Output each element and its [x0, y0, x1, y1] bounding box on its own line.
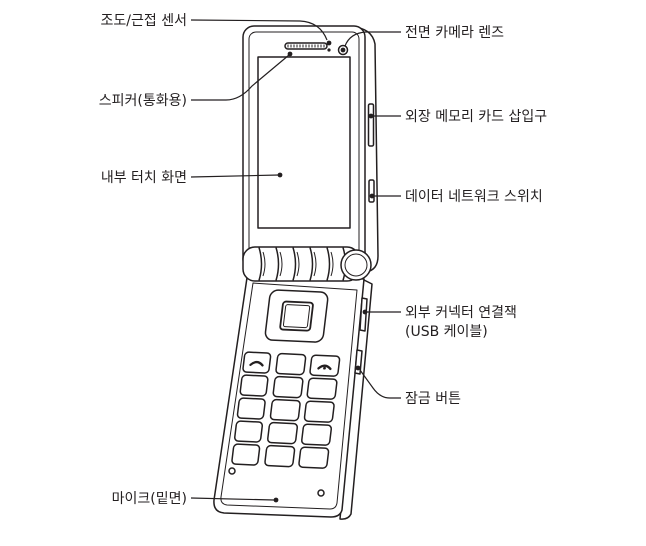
hinge-segment-highlights: [262, 251, 334, 277]
leader-dot-memory-card-slot: [368, 113, 374, 119]
hinge: [242, 246, 372, 282]
label-microphone: 마이크(밑면): [112, 491, 187, 507]
lower-housing: [213, 270, 373, 520]
leader-inner-touch-screen: [190, 174, 280, 178]
keypad-key: [306, 377, 338, 400]
end-call-icon-dot: [323, 366, 326, 370]
keypad: [231, 289, 341, 469]
keypad-key: [236, 397, 266, 420]
data-network-switch: [368, 179, 375, 203]
label-speaker: 스피커(통화용): [99, 93, 187, 109]
leader-dot-external-connector: [362, 309, 368, 315]
lower-inner-border: [220, 282, 358, 510]
leader-dot-data-network-switch: [369, 193, 375, 199]
label-data-network-switch: 데이터 네트워크 스위치: [405, 189, 543, 205]
leader-microphone: [190, 497, 275, 501]
keypad-key: [275, 352, 307, 376]
call-icon: [249, 360, 264, 367]
leader-dot-speaker: [287, 51, 293, 57]
labels-left: 조도/근접 센서 스피커(통화용) 내부 터치 화면 마이크(밑면): [99, 13, 187, 507]
leader-dot-front-camera-lens: [340, 47, 346, 53]
navigation-center-inner: [282, 304, 311, 329]
labels-right: 전면 카메라 렌즈 외장 메모리 카드 삽입구 데이터 네트워크 스위치 외부 …: [405, 25, 547, 407]
memory-card-slot: [367, 103, 375, 147]
external-connector-port: [359, 297, 368, 332]
keypad-key: [264, 444, 296, 468]
end-call-icon: [317, 364, 332, 371]
keypad-key: [239, 374, 269, 397]
leader-front-camera-lens: [344, 31, 401, 47]
label-lock-button: 잠금 버튼: [405, 391, 461, 407]
leader-lock-button: [359, 369, 401, 399]
leader-light-proximity-sensor: [190, 19, 328, 41]
keypad-key: [272, 375, 304, 399]
label-inner-touch-screen: 내부 터치 화면: [101, 170, 187, 186]
lower-side-edge: [339, 278, 373, 520]
hinge-segment-dividers: [258, 247, 347, 281]
keypad-key: [303, 400, 335, 423]
label-external-connector-note: (USB 케이블): [405, 324, 488, 340]
speaker-grill-slots: [287, 44, 325, 48]
leader-dot-light-proximity-sensor: [326, 40, 332, 46]
inner-touch-screen: [257, 56, 351, 229]
leader-speaker: [191, 54, 290, 101]
label-light-proximity-sensor: 조도/근접 센서: [101, 13, 187, 29]
leader-dot-inner-touch-screen: [277, 172, 283, 178]
flip-phone: [213, 25, 379, 520]
bottom-right-marker: [317, 489, 325, 497]
label-memory-card-slot: 외장 메모리 카드 삽입구: [405, 109, 547, 125]
leader-dot-microphone: [273, 497, 279, 503]
keypad-key: [269, 398, 301, 422]
light-proximity-sensor-lower: [327, 48, 331, 52]
keypad-key: [267, 421, 299, 445]
navigation-center-button: [279, 300, 314, 332]
leader-dot-lock-button: [355, 365, 361, 371]
keypad-key: [231, 443, 261, 466]
keypad-key: [234, 420, 264, 443]
keypad-key: [301, 423, 333, 446]
label-external-connector: 외부 커넥터 연결잭: [405, 305, 517, 321]
bottom-left-marker: [228, 467, 236, 475]
upper-housing: [242, 25, 379, 273]
keypad-key: [298, 446, 330, 469]
leader-lines: [190, 19, 401, 503]
hinge-end-cap-inner: [344, 253, 368, 277]
label-front-camera-lens: 전면 카메라 렌즈: [405, 25, 504, 41]
